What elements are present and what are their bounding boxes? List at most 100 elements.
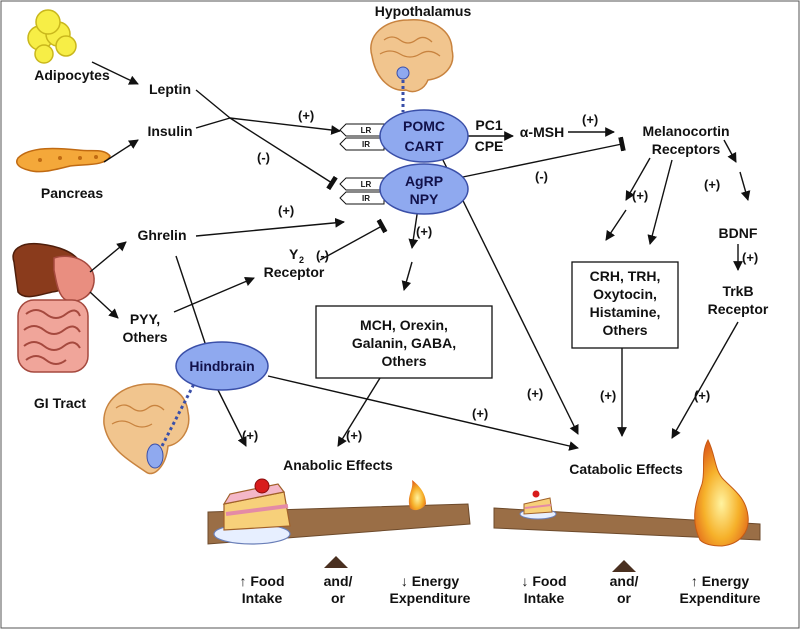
text-layer: Hypothalamus Adipocytes Pancreas GI Trac…	[34, 3, 769, 606]
ghrelin-hindbrain-line	[175, 255, 209, 353]
sign-minus-y2: (-)	[316, 248, 329, 263]
y2-label-sub: 2	[299, 255, 304, 265]
hindbrain-label: Hindbrain	[189, 358, 254, 374]
right-andor-line2: or	[617, 590, 632, 606]
ir-tag-agrp: IR	[362, 194, 370, 203]
melanocortin-label: Melanocortin	[642, 123, 729, 139]
left-energy-line2: Expenditure	[390, 590, 471, 606]
hindbrain-dotted-link	[160, 379, 198, 447]
pomc-label: POMC	[403, 118, 445, 134]
mch-line-1: MCH, Orexin,	[360, 317, 448, 333]
amsh-label: α-MSH	[520, 124, 564, 140]
cpe-label: CPE	[475, 138, 504, 154]
sign-plus-crh-catabolic: (+)	[600, 388, 616, 403]
arrow-gi-pyy	[89, 291, 119, 319]
agrp-label: AgRP	[405, 173, 443, 189]
mch-line-3: Others	[381, 353, 426, 369]
left-food-line1: ↑ Food	[239, 573, 284, 589]
crh-line-4: Others	[602, 322, 647, 338]
leptin-label: Leptin	[149, 81, 191, 97]
lr-tag-agrp: LR	[361, 180, 372, 189]
right-energy-line1: ↑ Energy	[691, 573, 750, 589]
crh-line-2: Oxytocin,	[593, 286, 657, 302]
pc1-label: PC1	[475, 117, 502, 133]
pancreas-icon	[16, 147, 111, 173]
y2-label-line2: Receptor	[264, 264, 325, 280]
y2-label-base: Y	[289, 246, 299, 262]
right-energy-line2: Expenditure	[680, 590, 761, 606]
flame-large	[694, 438, 749, 547]
crh-line-3: Histamine,	[590, 304, 661, 320]
sign-minus-agrp: (-)	[257, 150, 270, 165]
sign-plus-mch-anabolic: (+)	[346, 428, 362, 443]
crh-line-1: CRH, TRH,	[590, 268, 661, 284]
receptors-label: Receptors	[652, 141, 721, 157]
catabolic-plank	[493, 507, 761, 541]
bdnf-label: BDNF	[719, 225, 758, 241]
sign-plus-crh: (+)	[632, 188, 648, 203]
sign-minus-mc: (-)	[535, 169, 548, 184]
right-food-line1: ↓ Food	[521, 573, 566, 589]
arrow-mc-bdnf	[739, 171, 751, 201]
left-energy-line1: ↓ Energy	[401, 573, 460, 589]
gi-tract-icon	[12, 242, 95, 373]
gi-tract-label: GI Tract	[34, 395, 86, 411]
arrow-mc-crh-1	[605, 209, 627, 241]
arrow-mc-right-1	[723, 139, 737, 163]
insulin-label: Insulin	[147, 123, 192, 139]
arrow-pancreas-insulin	[103, 139, 139, 163]
cart-label: CART	[405, 138, 444, 154]
arrow-trkb-catabolic	[671, 321, 739, 439]
anabolic-fulcrum	[324, 556, 348, 568]
anabolic-scale	[207, 478, 471, 568]
sign-plus-agrp-down: (+)	[416, 224, 432, 239]
catabolic-effects-label: Catabolic Effects	[569, 461, 683, 477]
trkb-label: TrkB	[722, 283, 753, 299]
right-andor-line1: and/	[610, 573, 639, 589]
left-andor-line1: and/	[324, 573, 353, 589]
insulin-to-junction	[195, 117, 231, 129]
mch-box	[315, 305, 493, 379]
sign-plus-bdnf: (+)	[704, 177, 720, 192]
pomc-cart-node	[379, 109, 469, 163]
sign-plus-ghrelin: (+)	[278, 203, 294, 218]
inhibit-agrp	[229, 117, 338, 191]
trkb-receptor-label: Receptor	[708, 301, 769, 317]
cherry-left	[254, 478, 270, 494]
pancreas-label: Pancreas	[41, 185, 103, 201]
hypothalamus-title: Hypothalamus	[375, 3, 472, 19]
adipocytes-label: Adipocytes	[34, 67, 110, 83]
crh-box	[571, 261, 679, 349]
pyy-label-line1: PYY,	[130, 311, 160, 327]
left-andor-line2: or	[331, 590, 346, 606]
arrow-agrp-down-2	[401, 261, 413, 291]
arrow-agrp-down-1	[408, 207, 419, 249]
catabolic-scale	[493, 438, 761, 572]
arrow-hindbrain-anabolic	[215, 385, 247, 447]
hindbrain-node	[175, 341, 269, 391]
sign-plus-trkb-catabolic: (+)	[694, 388, 710, 403]
arrow-ghrelin-agrp	[195, 217, 345, 237]
sign-plus-amsh: (+)	[582, 112, 598, 127]
pyy-label-line2: Others	[122, 329, 167, 345]
arrow-adipocytes-leptin	[91, 61, 139, 85]
arrow-hindbrain-catabolic	[267, 375, 579, 451]
adipocytes-icon	[27, 9, 77, 64]
arrow-mc-branch-left	[625, 157, 651, 201]
arrow-mch-anabolic	[337, 377, 381, 447]
lr-tag-pomc: LR	[361, 126, 372, 135]
arrow-gi-ghrelin	[89, 241, 127, 273]
sign-plus-trkb: (+)	[742, 250, 758, 265]
agrp-receptor-tags: LR IR	[339, 177, 385, 205]
npy-label: NPY	[410, 191, 439, 207]
pomc-receptor-tags: LR IR	[339, 123, 385, 151]
inhibit-y2-agrp	[319, 218, 388, 261]
ghrelin-label: Ghrelin	[137, 227, 186, 243]
sign-plus-pomc: (+)	[298, 108, 314, 123]
arrow-pyy-y2	[173, 276, 255, 313]
mch-line-2: Galanin, GABA,	[352, 335, 456, 351]
agrp-npy-node	[379, 163, 469, 215]
sign-plus-hindbrain-anabolic: (+)	[242, 428, 258, 443]
hindbrain-brain-icon	[103, 383, 190, 475]
